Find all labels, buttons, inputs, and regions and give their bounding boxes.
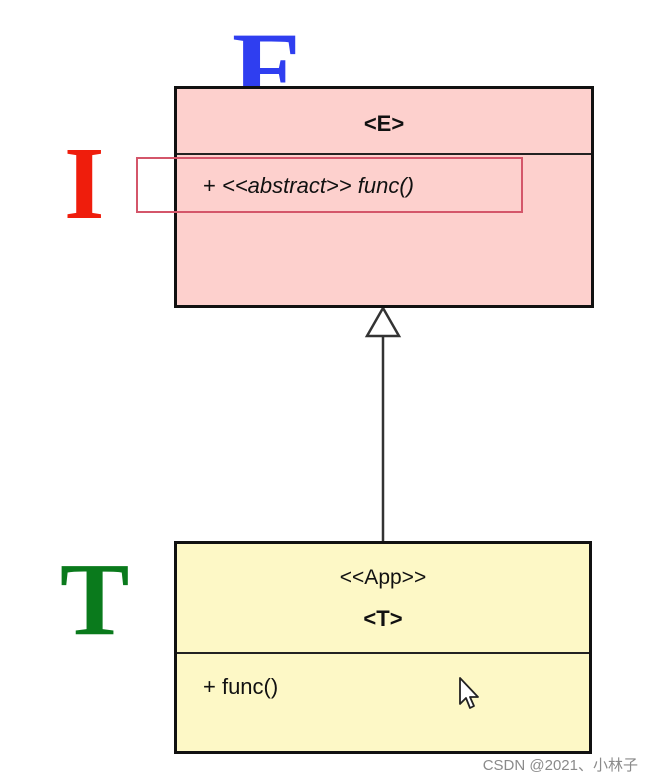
class-t-name: <T> [363,606,403,631]
class-e-header: <E> [177,89,591,155]
class-t-operation: + func() [203,674,279,699]
mouse-pointer-icon [459,677,479,709]
class-t-header: <<App>> <T> [177,544,589,654]
class-e-operation: + <<abstract>> func() [203,173,414,199]
class-t-stereotype: <<App>> [339,566,427,589]
operation-visibility: + [203,173,216,198]
abstract-operation: <<abstract>> func() [221,173,414,198]
class-e-box[interactable]: <E> + <<abstract>> func() [174,86,594,308]
operation-highlight-box [136,157,523,213]
inheritance-triangle-icon [364,305,402,338]
class-e-name: <E> [363,111,405,136]
label-t: T [60,542,130,657]
watermark: CSDN @2021、小林子 [482,757,638,774]
class-t-box[interactable]: <<App>> <T> + func() [174,541,592,754]
label-i: I [64,126,105,241]
